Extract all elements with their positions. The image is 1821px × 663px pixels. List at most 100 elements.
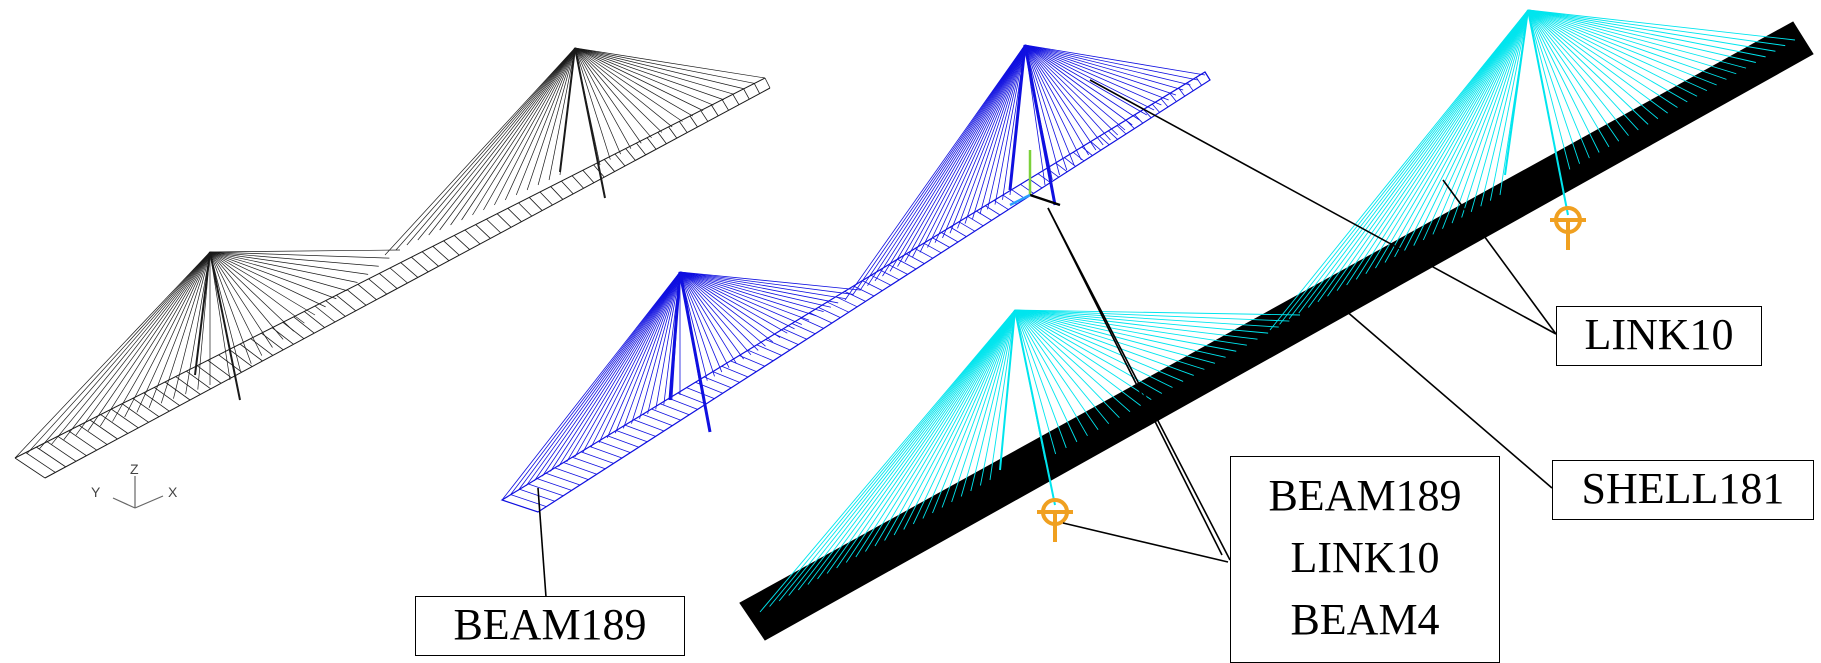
stay-cable: [185, 251, 211, 395]
deck-crossbeam: [1099, 135, 1110, 146]
deck-crossbeam: [561, 180, 574, 195]
stay-cable: [590, 271, 681, 448]
stay-cable: [1024, 44, 1119, 136]
stay-cable: [450, 47, 576, 226]
stay-cable: [209, 251, 294, 332]
stay-cable: [1002, 44, 1026, 200]
stay-cable: [679, 271, 701, 386]
stay-cable: [1014, 309, 1141, 406]
stay-cable: [655, 271, 681, 410]
stay-cable: [574, 271, 681, 458]
deck-crossbeam: [336, 294, 356, 312]
stay-cable: [1024, 44, 1184, 91]
deck-crossbeam: [958, 221, 976, 232]
deck-crossbeam: [906, 253, 925, 264]
stay-cable: [960, 309, 1016, 497]
stay-cable: [1014, 309, 1163, 394]
deck-crossbeam: [507, 208, 522, 222]
deck-crossbeam: [743, 88, 750, 100]
axis-triad: Z Y X: [91, 461, 178, 509]
stay-cable: [882, 44, 1026, 277]
deck-crossbeam: [1020, 184, 1034, 194]
deck-crossbeam: [1072, 151, 1085, 162]
stay-cable: [679, 271, 708, 381]
stay-cable: [1499, 9, 1529, 196]
stay-cable: [1346, 9, 1529, 286]
stay-cable: [679, 271, 832, 308]
deck-crossbeam: [411, 256, 429, 273]
stay-cable: [817, 309, 1016, 580]
stay-cable: [574, 47, 724, 101]
deck-crossbeam: [207, 359, 232, 379]
deck-edge: [44, 87, 771, 479]
stay-cable: [550, 271, 681, 472]
deck-crossbeam: [633, 419, 665, 432]
deck-crossbeam: [518, 202, 533, 217]
stay-cable: [1527, 9, 1590, 159]
deck-crossbeam: [677, 392, 707, 405]
deck-crossbeam: [1143, 109, 1152, 119]
stay-cable: [1527, 9, 1649, 125]
deck-crossbeam: [703, 376, 732, 389]
stay-cable: [679, 271, 759, 351]
deck-crossbeam: [196, 365, 222, 384]
stay-cable: [574, 47, 735, 95]
deck-crossbeam: [932, 237, 950, 248]
deck-crossbeam: [68, 430, 98, 451]
stay-cable: [1014, 309, 1110, 425]
stay-cable: [679, 271, 810, 321]
deck-crossbeam: [1116, 125, 1127, 135]
stay-cable: [1403, 9, 1529, 252]
deck-edge: [14, 77, 766, 459]
deck-crossbeam: [711, 104, 719, 117]
pylon: [209, 251, 241, 401]
deck-crossbeam: [25, 452, 56, 473]
stay-cable: [1024, 44, 1097, 151]
stay-cable: [566, 271, 681, 463]
stay-cable: [912, 44, 1026, 258]
pylon: [999, 309, 1016, 471]
stay-cable: [970, 309, 1016, 492]
deck-crossbeam: [545, 472, 581, 486]
stay-cable: [679, 271, 817, 317]
deck-crossbeam: [700, 110, 709, 122]
stay-cable: [1527, 9, 1747, 69]
stay-cable: [807, 309, 1016, 585]
deck-crossbeam: [554, 467, 589, 480]
stay-cable: [836, 309, 1016, 569]
stay-cable: [679, 271, 781, 338]
stay-cable: [483, 47, 576, 211]
deck-crossbeam: [537, 478, 572, 491]
stay-cable: [614, 271, 681, 434]
stay-cable: [1014, 309, 1301, 316]
leader-link10-b: [1442, 179, 1557, 335]
beam-bridge-model: [500, 44, 1211, 513]
stay-cable: [647, 271, 681, 415]
stay-cable: [598, 271, 681, 443]
stay-cable: [124, 251, 211, 418]
stay-cable: [209, 251, 390, 259]
stay-cable: [912, 309, 1016, 525]
stay-cable: [867, 44, 1026, 286]
stay-cable: [14, 251, 211, 459]
stay-cable: [574, 47, 714, 106]
stay-cable: [679, 271, 853, 295]
deck-crossbeam: [1151, 103, 1160, 113]
stay-cable: [606, 271, 681, 439]
stay-cable: [889, 44, 1026, 272]
deck-crossbeam: [550, 186, 564, 200]
stay-cable: [979, 309, 1016, 486]
stay-cable: [942, 44, 1026, 239]
stay-cable: [574, 47, 652, 139]
deck-crossbeam: [897, 258, 917, 270]
deck-crossbeam: [218, 354, 243, 373]
deck-crossbeam: [528, 483, 564, 497]
deck-crossbeam: [239, 343, 263, 362]
stay-cable: [509, 271, 681, 496]
deck-crossbeam: [853, 285, 875, 297]
deck-crossbeam: [636, 142, 647, 156]
stay-cable: [1279, 9, 1529, 325]
deck-crossbeam: [582, 170, 595, 183]
stay-cable: [209, 251, 369, 275]
deck-crossbeam: [572, 456, 606, 470]
